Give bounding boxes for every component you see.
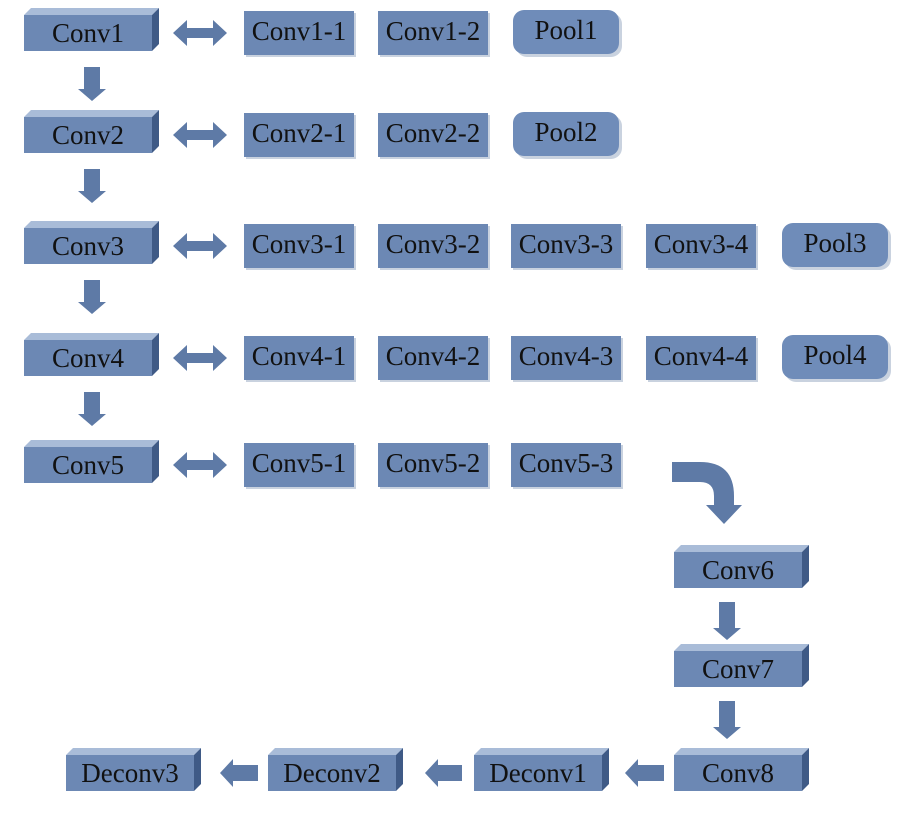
layer-block	[378, 336, 490, 382]
layer-label: Conv5-3	[519, 448, 614, 478]
stage-label: Conv6	[702, 555, 774, 585]
stage-block-conv7	[674, 644, 809, 687]
stage-label: Conv7	[702, 654, 774, 684]
layer-block	[511, 336, 623, 382]
bidirectional-arrow	[173, 345, 227, 371]
layer-label: Conv4-1	[252, 341, 347, 371]
stage-label: Conv3	[52, 231, 124, 261]
layer-block	[646, 224, 758, 270]
pool-label: Pool2	[534, 117, 597, 147]
layer-label: Conv3-3	[519, 229, 614, 259]
layer-label: Conv4-3	[519, 341, 614, 371]
down-arrow	[713, 602, 741, 640]
layer-block	[378, 113, 490, 159]
layer-label: Conv4-4	[654, 341, 749, 371]
layer-label: Conv4-2	[386, 341, 481, 371]
layer-label: Conv5-2	[386, 448, 481, 478]
layer-label: Conv2-1	[252, 118, 347, 148]
bidirectional-arrow	[173, 20, 227, 46]
layer-label: Conv3-2	[386, 229, 481, 259]
left-arrow	[625, 759, 664, 787]
bidirectional-arrow	[173, 452, 227, 478]
layer-block	[378, 443, 490, 489]
down-arrow	[78, 169, 106, 203]
pool-block	[782, 335, 891, 382]
down-arrow	[78, 67, 106, 101]
down-arrow	[713, 701, 741, 739]
stage-label: Conv8	[702, 758, 774, 788]
layer-block	[378, 224, 490, 270]
stage-block-conv2	[24, 110, 159, 153]
layer-block	[244, 443, 356, 489]
deconv-block-1	[474, 748, 609, 791]
layer-label: Conv3-4	[654, 229, 749, 259]
layer-label: Conv1-2	[386, 16, 481, 46]
layer-label: Conv2-2	[386, 118, 481, 148]
stage-block-conv6	[674, 545, 809, 588]
left-arrow	[220, 759, 258, 787]
stage-label: Conv1	[52, 18, 124, 48]
deconv-label: Deconv2	[283, 758, 380, 788]
stage-block-conv1	[24, 8, 159, 51]
deconv-label: Deconv3	[81, 758, 178, 788]
stage-block-conv5	[24, 440, 159, 483]
pool-label: Pool1	[534, 15, 597, 45]
pool-block	[782, 223, 891, 270]
pool-block	[513, 10, 622, 57]
bidirectional-arrow	[173, 233, 227, 259]
pool-label: Pool3	[803, 228, 866, 258]
curved-arrow	[672, 462, 742, 524]
stage-label: Conv4	[52, 343, 125, 373]
layer-block	[244, 11, 356, 57]
layer-block	[646, 336, 758, 382]
layer-block	[511, 224, 623, 270]
layer-block	[244, 336, 356, 382]
pool-block	[513, 112, 622, 159]
down-arrow	[78, 280, 106, 314]
layer-label: Conv5-1	[252, 448, 347, 478]
bidirectional-arrow	[173, 122, 227, 148]
layer-block	[244, 224, 356, 270]
stage-block-conv8	[674, 748, 809, 791]
down-arrow	[78, 392, 106, 426]
layer-block	[511, 443, 623, 489]
stage-label: Conv5	[52, 450, 124, 480]
deconv-block-3	[66, 748, 201, 791]
left-arrow	[425, 759, 462, 787]
deconv-label: Deconv1	[489, 758, 586, 788]
deconv-block-2	[268, 748, 403, 791]
layer-block	[244, 113, 356, 159]
layer-block	[378, 11, 490, 57]
stage-block-conv4	[24, 333, 159, 376]
stage-label: Conv2	[52, 120, 124, 150]
stage-block-conv3	[24, 221, 159, 264]
layer-label: Conv1-1	[252, 16, 347, 46]
layer-label: Conv3-1	[252, 229, 347, 259]
pool-label: Pool4	[803, 340, 867, 370]
